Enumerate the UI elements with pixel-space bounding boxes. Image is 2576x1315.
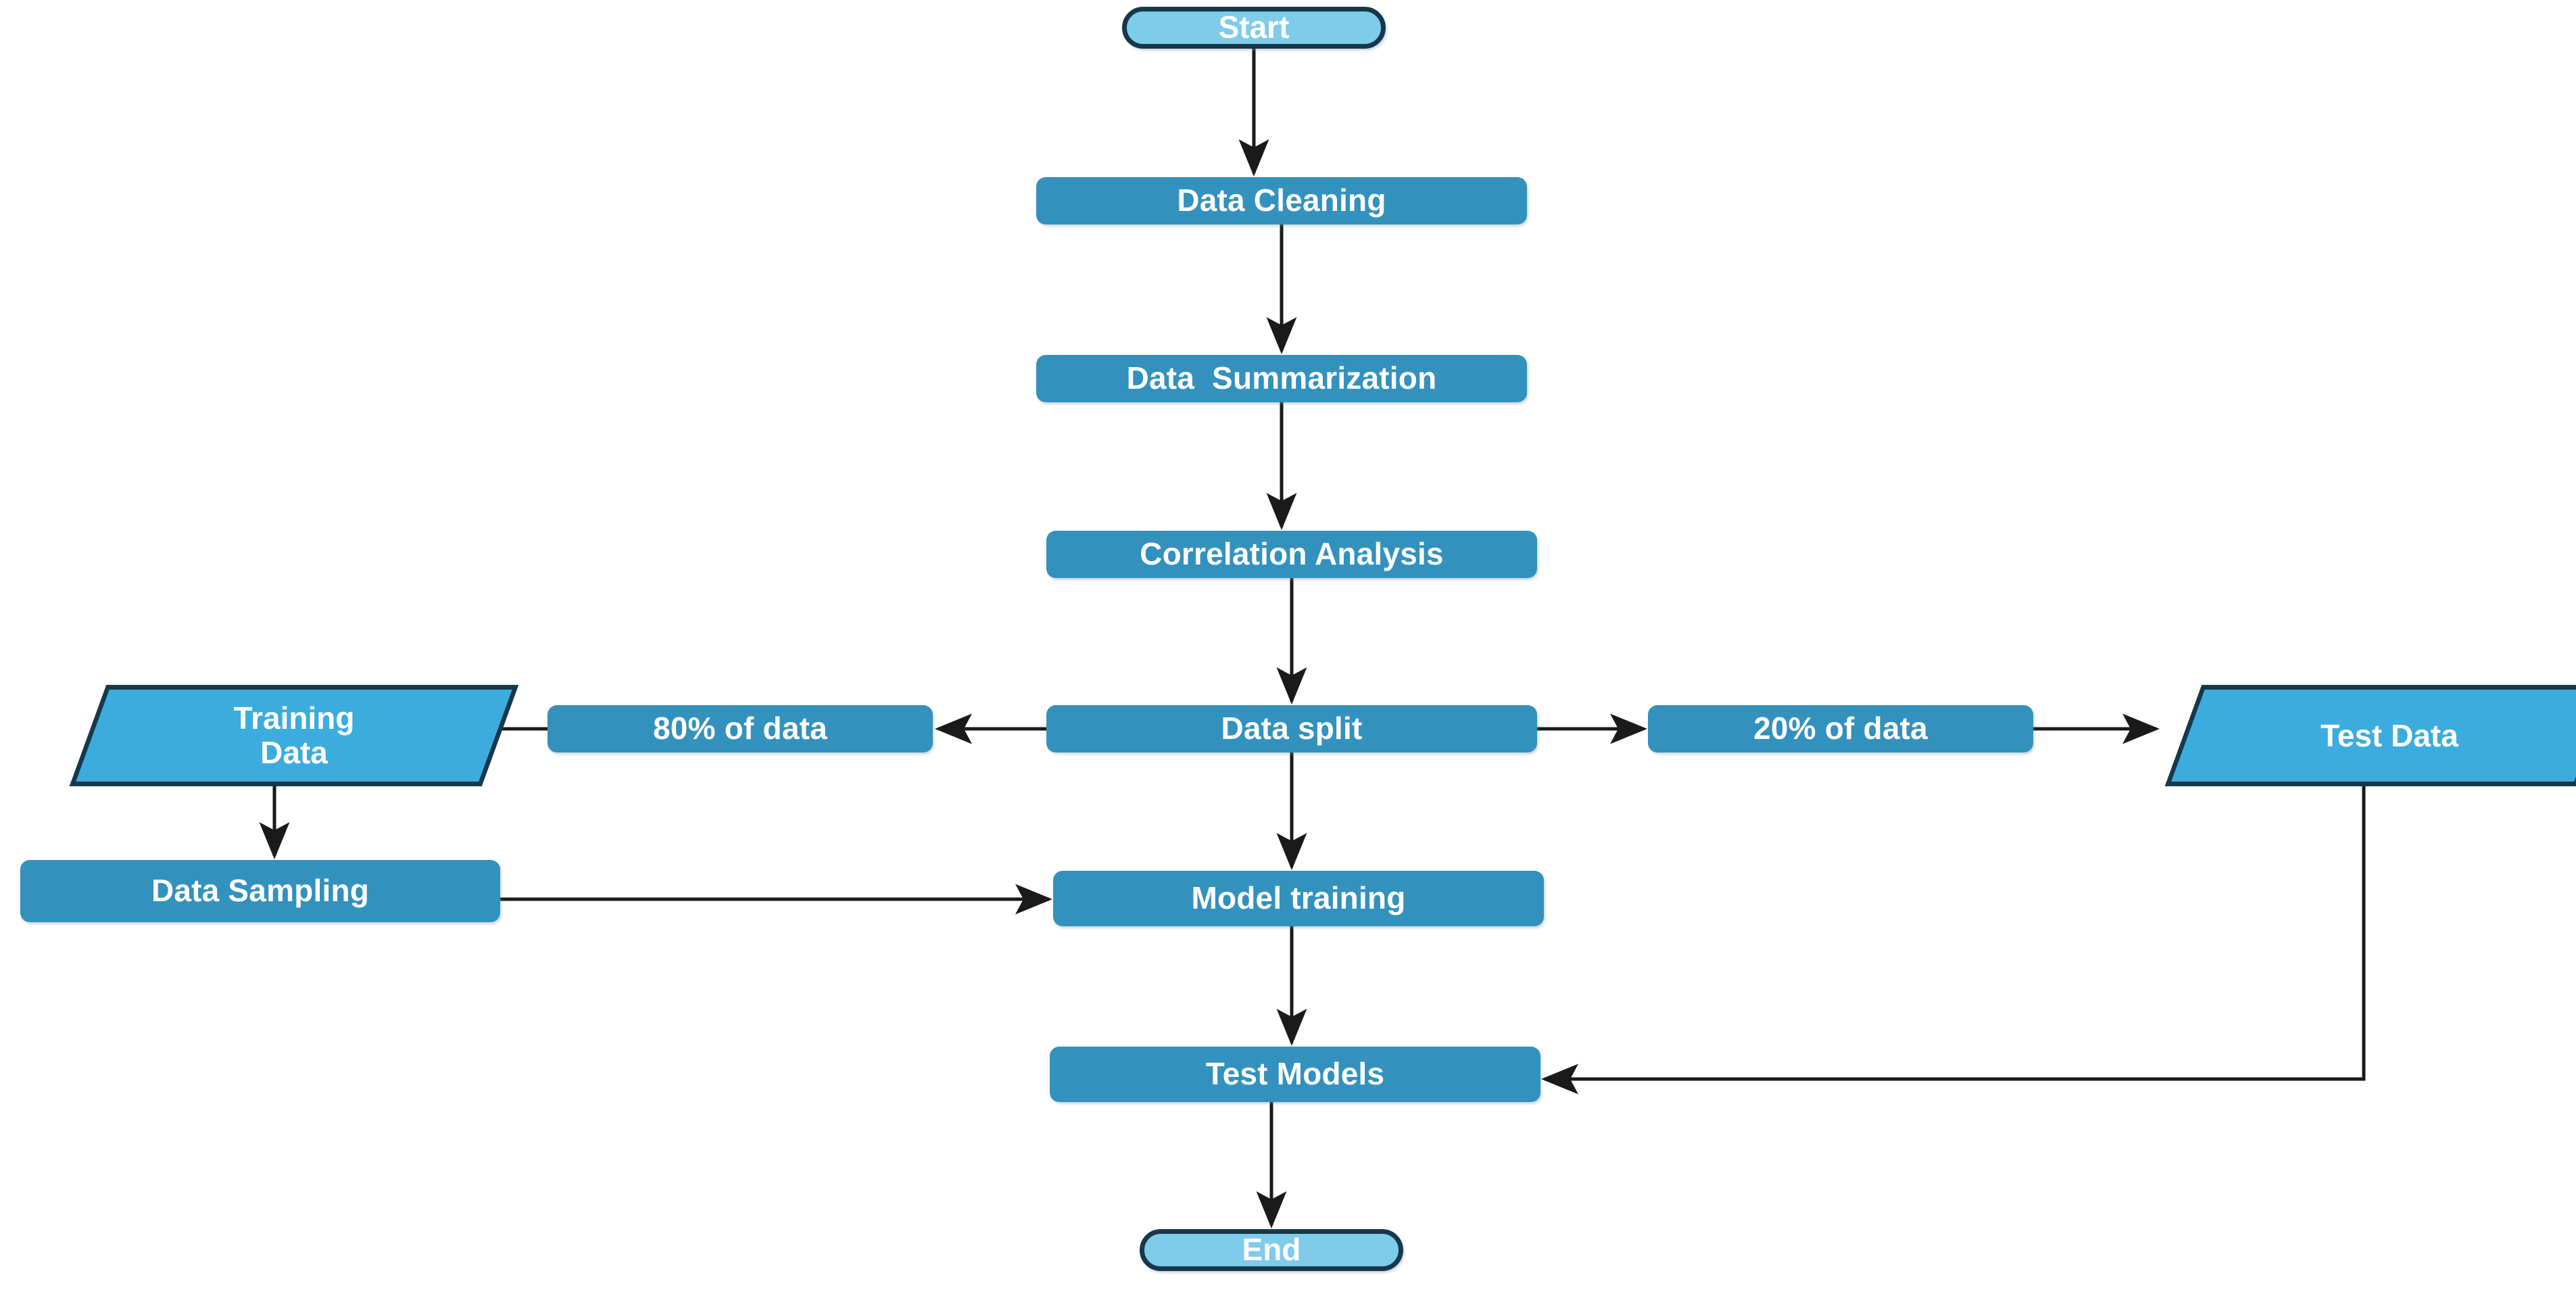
- node-training-data-label: Training Data: [233, 700, 355, 770]
- node-test-models[interactable]: Test Models: [1050, 1047, 1540, 1102]
- node-data-summarization[interactable]: Data Summarization: [1036, 355, 1527, 402]
- node-20-percent-of-data[interactable]: 20% of data: [1648, 705, 2033, 752]
- node-model-training[interactable]: Model training: [1053, 871, 1544, 926]
- node-data-cleaning[interactable]: Data Cleaning: [1036, 177, 1527, 224]
- node-test-data[interactable]: Test Data: [2164, 685, 2576, 786]
- node-test-data-label: Test Data: [2320, 717, 2458, 753]
- node-data-summarization-label: Data Summarization: [1126, 360, 1437, 396]
- edge-test-data-to-test-models: [1541, 786, 2366, 1095]
- node-correlation-analysis-label: Correlation Analysis: [1140, 536, 1444, 572]
- node-data-sampling-label: Data Sampling: [151, 873, 370, 909]
- node-start[interactable]: Start: [1122, 7, 1386, 49]
- node-test-models-label: Test Models: [1205, 1056, 1385, 1092]
- node-data-split[interactable]: Data split: [1046, 705, 1537, 752]
- node-data-sampling[interactable]: Data Sampling: [20, 860, 500, 922]
- node-start-label: Start: [1218, 9, 1290, 45]
- node-end[interactable]: End: [1140, 1229, 1403, 1271]
- node-end-label: End: [1242, 1232, 1301, 1268]
- node-80-percent-of-data-label: 80% of data: [653, 711, 827, 746]
- node-model-training-label: Model training: [1191, 880, 1406, 916]
- node-data-cleaning-label: Data Cleaning: [1177, 183, 1386, 218]
- node-correlation-analysis[interactable]: Correlation Analysis: [1046, 531, 1537, 578]
- node-20-percent-of-data-label: 20% of data: [1753, 711, 1928, 746]
- node-training-data[interactable]: Training Data: [69, 685, 519, 786]
- node-data-split-label: Data split: [1221, 711, 1363, 746]
- node-80-percent-of-data[interactable]: 80% of data: [548, 705, 933, 752]
